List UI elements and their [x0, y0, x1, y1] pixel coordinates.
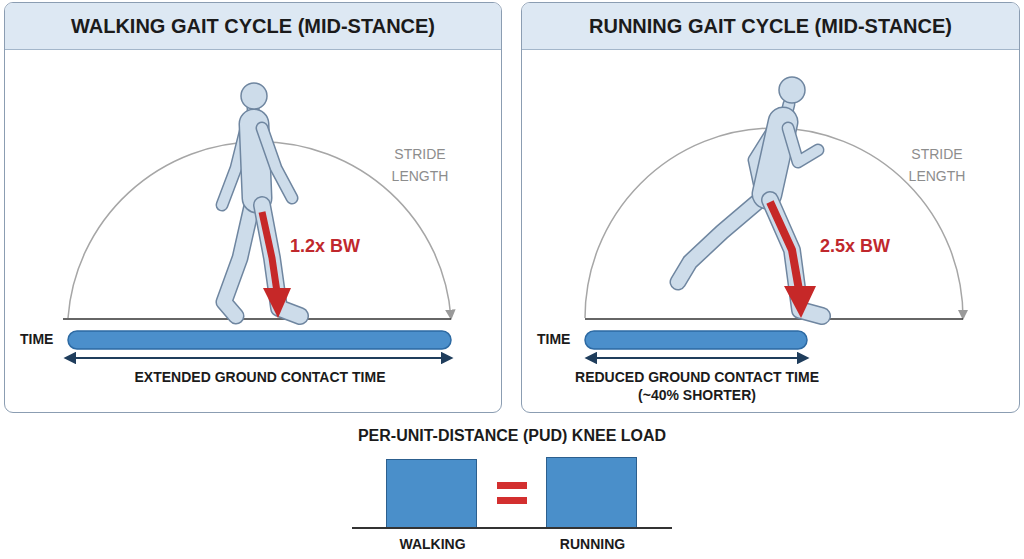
force-value: 2.5x BW: [820, 236, 910, 257]
bar-label: WALKING: [357, 535, 508, 553]
axis-label: TIME: [537, 331, 581, 347]
panel-heading: WALKING GAIT CYCLE (MID-STANCE): [71, 15, 435, 38]
panel-header-band: WALKING GAIT CYCLE (MID-STANCE): [5, 3, 501, 50]
panel-heading: RUNNING GAIT CYCLE (MID-STANCE): [589, 15, 952, 38]
load-bar: RUNNING: [546, 457, 637, 528]
stride-length-label: STRIDE LENGTH: [380, 143, 460, 187]
gait-panel: RUNNING GAIT CYCLE (MID-STANCE): [521, 2, 1020, 413]
contact-time-label: EXTENDED GROUND CONTACT TIME: [60, 368, 460, 386]
load-bar: WALKING: [386, 459, 477, 528]
bar-label: RUNNING: [517, 535, 668, 553]
equals-sign: [497, 482, 527, 489]
section-heading: PER-UNIT-DISTANCE (PUD) KNEE LOAD: [262, 427, 762, 445]
axis-label: TIME: [20, 331, 64, 347]
stride-length-label: STRIDE LENGTH: [897, 143, 977, 187]
force-value: 1.2x BW: [290, 236, 380, 257]
gait-panel: WALKING GAIT CYCLE (MID-STANCE): [4, 2, 502, 413]
contact-time-label: REDUCED GROUND CONTACT TIME (~40% SHORTE…: [557, 368, 837, 404]
equals-sign: [497, 497, 527, 504]
panel-header-band: RUNNING GAIT CYCLE (MID-STANCE): [522, 3, 1019, 50]
